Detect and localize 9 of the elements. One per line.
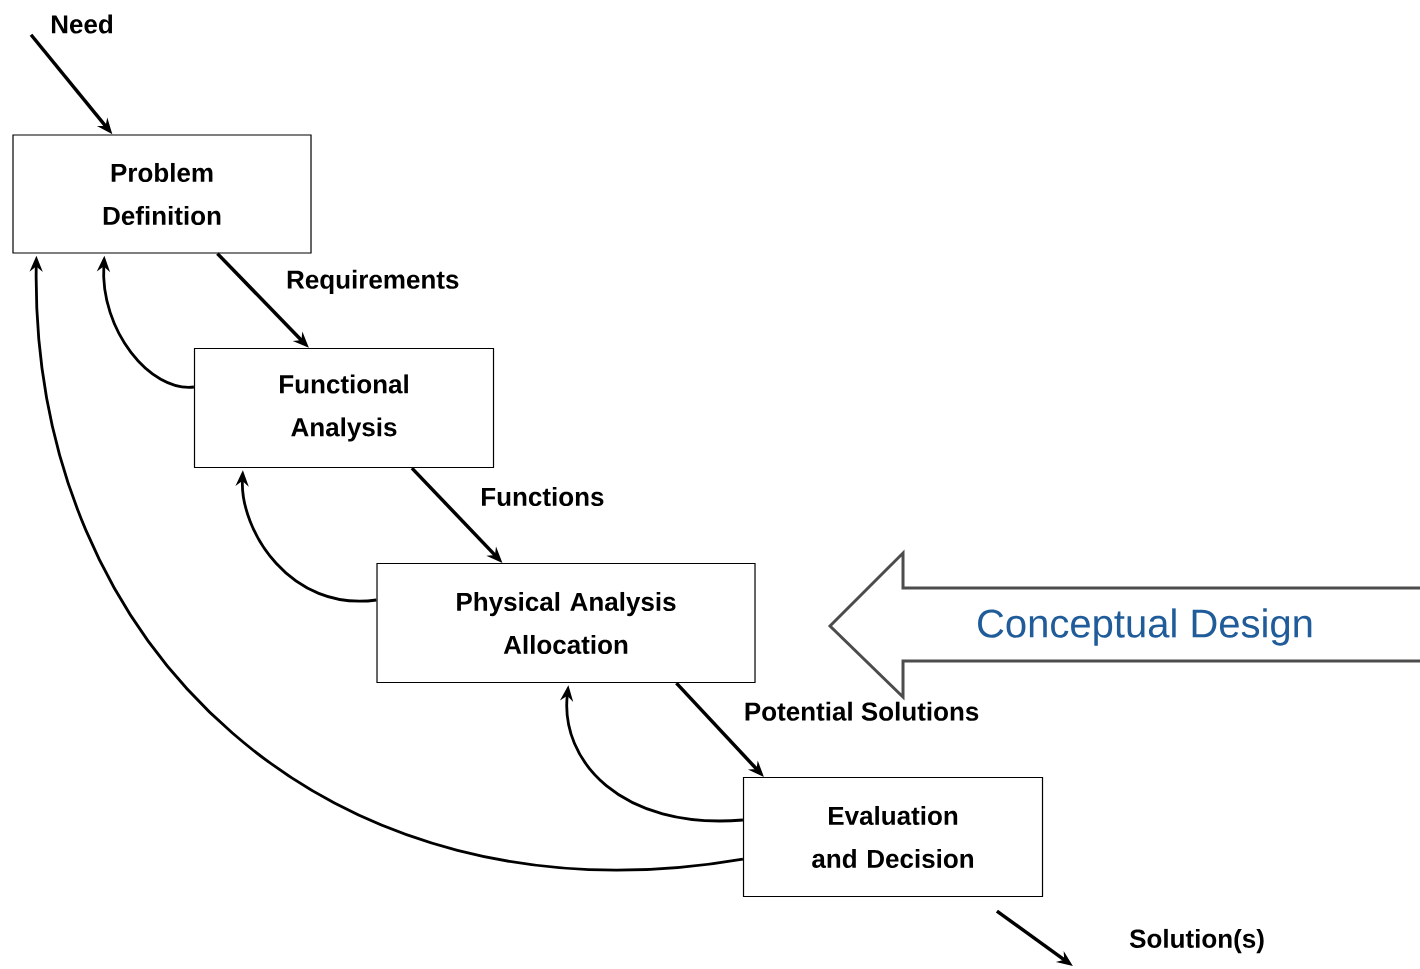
flow-label: Need [51,14,113,34]
process-box: Physical Analysis Allocation [376,562,756,684]
process-box: Evaluation and Decision [742,776,1044,898]
edge-label: Requirements [285,268,461,295]
process-box: Functional Analysis [193,347,495,469]
edge-label: Functions [479,486,606,508]
process-box: Problem Definition [12,134,312,254]
flow-label: Solution(s) [1129,928,1264,954]
edge-label: Potential Solutions [742,700,981,722]
